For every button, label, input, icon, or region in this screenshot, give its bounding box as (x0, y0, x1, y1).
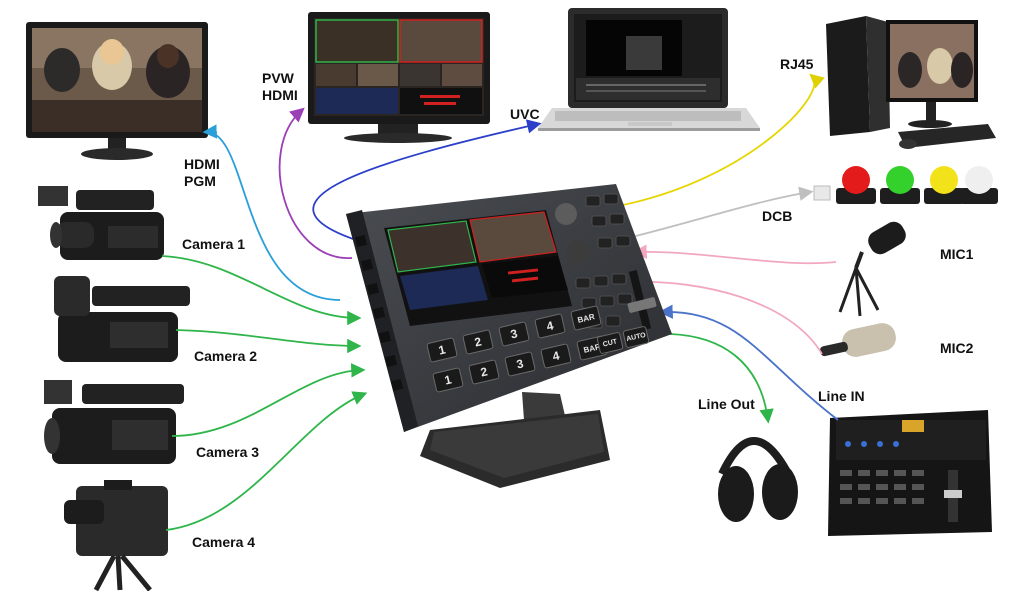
tally-light-green (880, 166, 920, 204)
label-pvw-hdmi-line2: HDMI (262, 87, 298, 103)
label-rj45: RJ45 (780, 56, 814, 72)
headphones (718, 437, 798, 522)
label-mic1: MIC1 (940, 246, 974, 262)
line-line-out (669, 333, 774, 424)
line-pvw-hdmi (278, 107, 353, 259)
video-switcher (346, 184, 672, 432)
line-uvc (312, 119, 542, 241)
tally-lights (813, 166, 998, 204)
label-camera-1: Camera 1 (182, 236, 246, 252)
laptop (538, 8, 760, 131)
tally-light-white (960, 166, 998, 204)
switcher-screen (384, 210, 572, 326)
label-line-in: Line IN (818, 388, 865, 404)
line-mic1 (632, 244, 837, 265)
line-hdmi-pgm (202, 124, 341, 301)
label-uvc: UVC (510, 106, 540, 122)
label-pvw-hdmi: PVW HDMI (262, 70, 298, 104)
line-camera-1 (161, 255, 362, 326)
tally-light-yellow (924, 166, 964, 204)
pgm-monitor (26, 22, 208, 160)
line-line-in (658, 304, 839, 421)
label-camera-2: Camera 2 (194, 348, 258, 364)
label-line-out: Line Out (698, 396, 755, 412)
label-camera-3: Camera 3 (196, 444, 260, 460)
label-hdmi-pgm-line1: HDMI (184, 156, 220, 172)
connection-lines (161, 73, 839, 531)
label-pvw-hdmi-line1: PVW (262, 70, 294, 86)
label-dcb: DCB (762, 208, 793, 224)
line-camera-3 (171, 363, 366, 437)
tally-light-red (836, 166, 876, 204)
label-mic2: MIC2 (940, 340, 974, 356)
line-camera-2 (175, 329, 362, 354)
camera-2 (54, 276, 190, 362)
line-camera-4 (165, 391, 368, 531)
desktop-pc (826, 16, 996, 149)
mic1-microphone (838, 221, 906, 317)
mic2-microphone (820, 323, 896, 357)
pvw-multiview-monitor (308, 12, 490, 143)
label-hdmi-pgm: HDMI PGM (184, 156, 220, 190)
line-mic2 (630, 274, 823, 355)
label-camera-4: Camera 4 (192, 534, 256, 550)
audio-mixer (828, 410, 992, 536)
line-dcb (615, 186, 814, 248)
camera-3 (44, 380, 184, 464)
camera-4 (64, 480, 168, 591)
switcher-stand (420, 392, 610, 488)
label-hdmi-pgm-line2: PGM (184, 173, 216, 189)
camera-1 (38, 186, 164, 260)
